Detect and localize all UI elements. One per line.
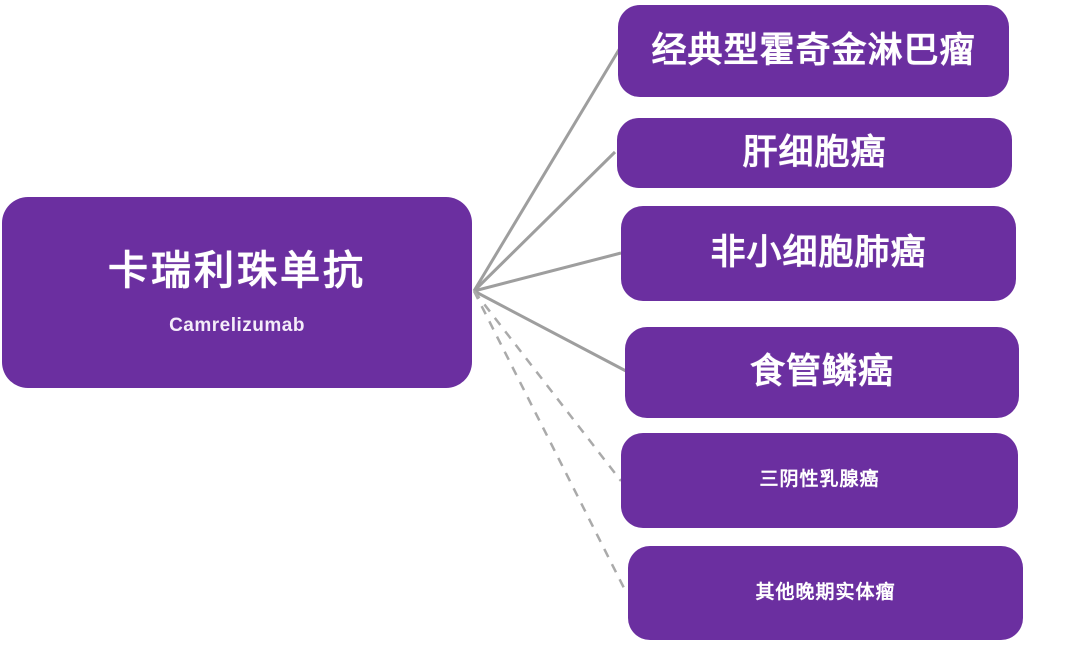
branch-node-6-label: 其他晚期实体瘤 <box>755 581 896 603</box>
branch-node-2[interactable]: 肝细胞癌 <box>617 118 1012 188</box>
branch-node-6[interactable]: 其他晚期实体瘤 <box>628 546 1023 640</box>
branch-node-1-label: 经典型霍奇金淋巴瘤 <box>651 30 976 70</box>
connector-line-6 <box>472 290 629 595</box>
root-node-subtitle: Camrelizumab <box>169 314 305 336</box>
branch-node-5[interactable]: 三阴性乳腺癌 <box>621 433 1018 528</box>
connector-line-5 <box>473 290 622 482</box>
branch-node-5-label: 三阴性乳腺癌 <box>759 469 880 491</box>
branch-node-2-label: 肝细胞癌 <box>742 132 887 172</box>
connector-line-3 <box>473 251 622 293</box>
branch-node-3[interactable]: 非小细胞肺癌 <box>621 206 1016 301</box>
branch-node-1[interactable]: 经典型霍奇金淋巴瘤 <box>618 5 1009 97</box>
connector-line-4 <box>473 289 627 373</box>
branch-node-4[interactable]: 食管鳞癌 <box>625 327 1019 418</box>
root-node-title: 卡瑞利珠单抗 <box>108 248 366 293</box>
branch-node-4-label: 食管鳞癌 <box>749 352 894 392</box>
connector-line-1 <box>472 47 622 292</box>
connector-line-2 <box>472 150 617 293</box>
branch-node-3-label: 非小细胞肺癌 <box>710 233 927 273</box>
root-node-camrelizumab[interactable]: 卡瑞利珠单抗 Camrelizumab <box>2 197 472 388</box>
